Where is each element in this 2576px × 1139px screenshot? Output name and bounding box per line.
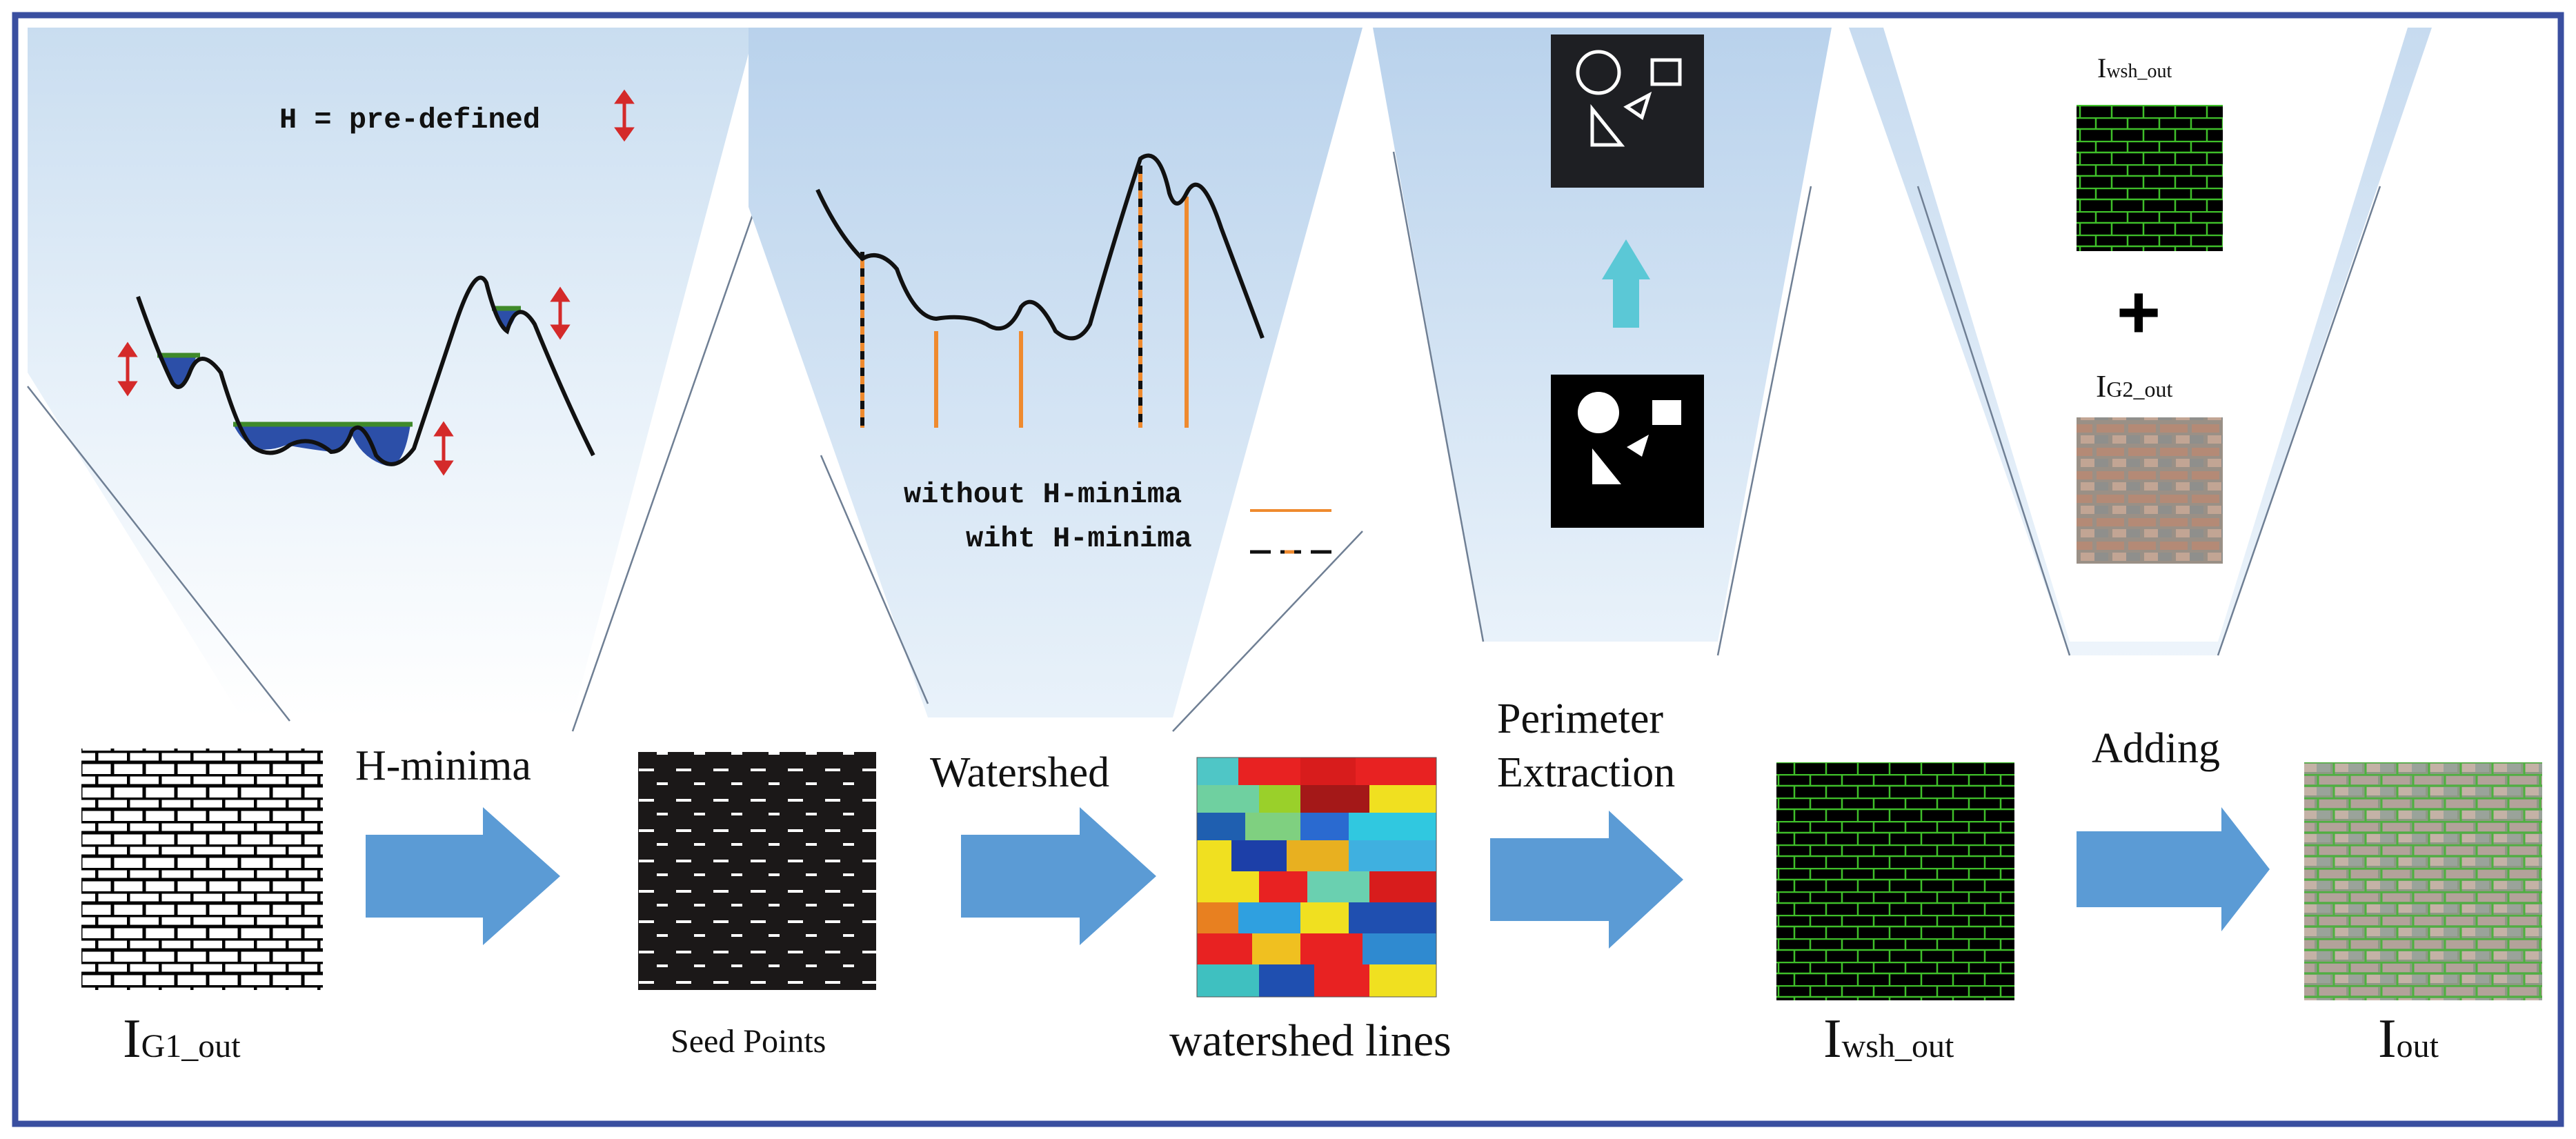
plus-icon: + — [2117, 270, 2161, 355]
terrain-profile-curve — [136, 275, 595, 466]
red-double-arrow-icon — [117, 286, 571, 476]
watershed-regions-icon — [1196, 757, 1437, 998]
step-caption-ig1-out: IG1_out — [123, 1009, 241, 1069]
iwsh-out-label: Iwsh_out — [2097, 52, 2172, 83]
panel-connector-line — [27, 386, 290, 722]
watershed-panel-background — [749, 28, 1363, 717]
basin-fill — [492, 308, 519, 330]
ig2-out-label: IG2_out — [2096, 368, 2172, 404]
legend-with-hminima: wiht H-minima — [966, 522, 1192, 555]
step-caption-iwsh-out: Iwsh_out — [1823, 1009, 1954, 1069]
right-arrow-icon — [961, 807, 1156, 945]
perimeter-panel — [1373, 28, 1832, 656]
brick-photo-icon — [2304, 762, 2542, 1000]
terrain-profile-curve — [815, 153, 1265, 341]
step-caption-watershed-lines: watershed lines — [1169, 1016, 1452, 1066]
watershed-seed-panel: without H-minima wiht H-minima — [749, 28, 1363, 732]
red-double-arrow-icon — [614, 89, 635, 142]
waterline — [157, 306, 521, 427]
legend-without-hminima: without H-minima — [904, 478, 1182, 511]
right-arrow-icon — [366, 807, 560, 945]
panel-connector-line — [571, 206, 757, 732]
brick-edges-icon — [81, 749, 323, 990]
right-arrow-icon — [1490, 811, 1683, 949]
seed-points-icon — [638, 752, 876, 990]
panel-connector-line — [2217, 186, 2381, 656]
arrow-label-hminima: H-minima — [355, 742, 531, 789]
shape-outlines-icon — [1551, 34, 1704, 188]
hminima-panel-background — [28, 28, 755, 717]
ig2-out-thumbnail — [2077, 417, 2223, 564]
basin-fill — [157, 355, 197, 388]
perimeter-panel-background — [1373, 28, 1832, 642]
arrow-label-watershed: Watershed — [930, 749, 1109, 796]
arrow-label-extraction: Extraction — [1497, 749, 1675, 796]
arrow-label-adding: Adding — [2092, 725, 2220, 772]
h-predefined-label: H = pre-defined — [279, 103, 540, 137]
brick-contours-icon — [1776, 762, 2014, 1000]
right-arrow-icon — [2077, 807, 2270, 931]
panel-connector-line — [1172, 531, 1363, 732]
panel-connector-line — [1716, 186, 1812, 656]
arrow-label-perimeter: Perimeter — [1497, 695, 1663, 742]
step-caption-iout: Iout — [2378, 1009, 2439, 1069]
hminima-panel: H = pre-defined — [27, 28, 757, 732]
outer-frame — [12, 12, 2564, 1127]
iwsh-out-thumbnail — [2077, 105, 2223, 251]
step-caption-seed-points: Seed Points — [671, 1023, 826, 1060]
adding-panel: Iwsh_out + IG2_out — [1849, 28, 2432, 656]
cyan-up-arrow-icon — [1602, 239, 1650, 328]
seed-marker-lines — [860, 166, 1189, 428]
pipeline-row: IG1_out H-minima Seed Points Watershed — [81, 695, 2542, 1069]
panel-connector-line — [820, 455, 929, 704]
filled-shapes-icon — [1551, 375, 1704, 528]
panel-connector-line — [1392, 151, 1485, 642]
adding-panel-inner — [1883, 28, 2408, 642]
panel-connector-line — [1916, 186, 2071, 656]
